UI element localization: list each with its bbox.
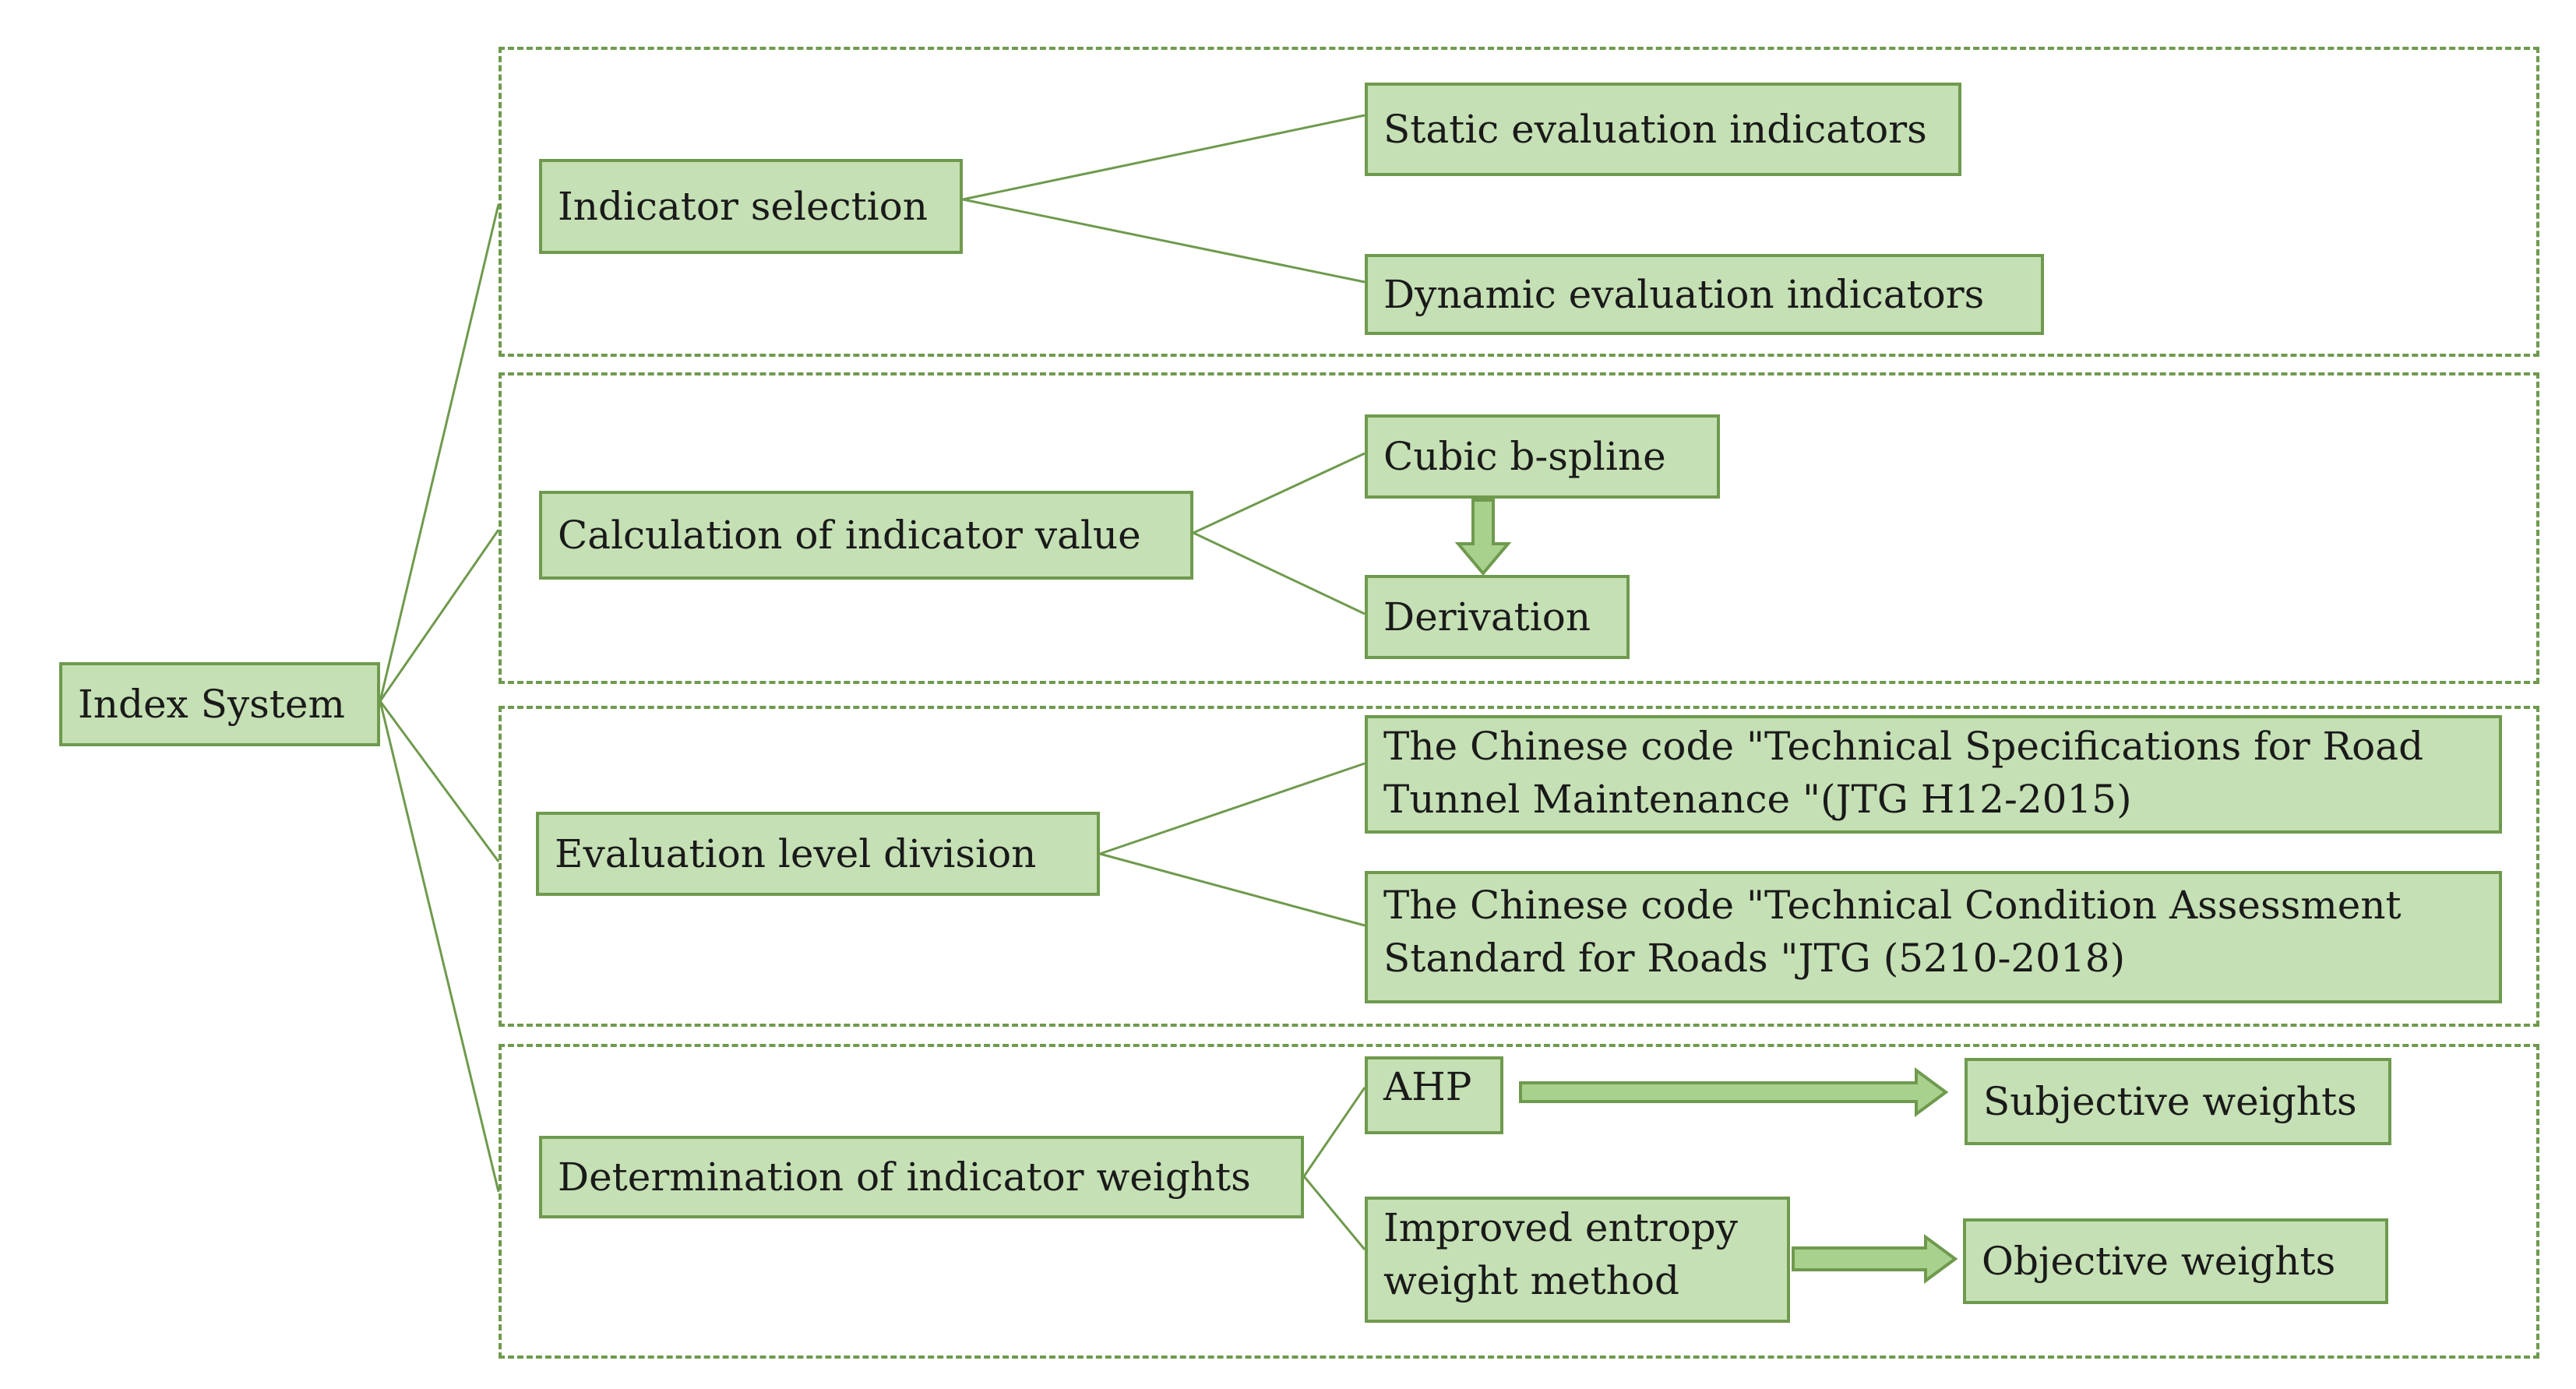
group-evaluation-level: [499, 706, 2539, 1027]
node-static-evaluation-indicators: Static evaluation indicators: [1365, 83, 1961, 176]
subjective-weights-label: Subjective weights: [1983, 1079, 2357, 1124]
group-indicator-calculation: [499, 372, 2539, 684]
arrow-entropy-to-objective: [1792, 1234, 1958, 1284]
node-dynamic-evaluation-indicators: Dynamic evaluation indicators: [1365, 254, 2044, 335]
indicator-selection-label: Indicator selection: [558, 184, 928, 229]
root-label: Index System: [78, 682, 345, 727]
ahp-label: AHP: [1383, 1064, 1472, 1109]
connector-root-selection: [379, 203, 500, 702]
derivation-label: Derivation: [1383, 594, 1591, 640]
node-improved-entropy-weight-method: Improved entropy weight method: [1365, 1197, 1790, 1323]
connector-selection-dynamic: [962, 198, 1366, 284]
weights-label: Determination of indicator weights: [558, 1155, 1251, 1200]
entropy-method-label: Improved entropy weight method: [1383, 1205, 1739, 1303]
connector-root-calculation: [379, 529, 500, 702]
root-node-index-system: Index System: [59, 662, 380, 746]
node-objective-weights: Objective weights: [1963, 1218, 2388, 1304]
objective-weights-label: Objective weights: [1982, 1239, 2336, 1284]
arrow-spline-to-derivation: [1454, 499, 1512, 576]
arrow-ahp-to-subjective: [1519, 1067, 1949, 1117]
connector-evaluation-code1: [1099, 762, 1366, 855]
connector-weights-ahp: [1302, 1087, 1366, 1177]
connector-evaluation-code2: [1099, 852, 1366, 927]
node-subjective-weights: Subjective weights: [1965, 1058, 2391, 1145]
node-derivation: Derivation: [1365, 575, 1630, 659]
node-code-jtg-5210-2018: The Chinese code "Technical Condition As…: [1365, 871, 2502, 1003]
code-jtg-5210-label: The Chinese code "Technical Condition As…: [1383, 883, 2402, 981]
connector-weights-entropy: [1302, 1176, 1366, 1250]
connector-calculation-derivation: [1193, 531, 1366, 615]
dynamic-indicators-label: Dynamic evaluation indicators: [1383, 272, 1985, 317]
group-indicator-weights: [499, 1044, 2539, 1359]
static-indicators-label: Static evaluation indicators: [1383, 107, 1927, 152]
node-ahp: AHP: [1365, 1056, 1503, 1134]
node-cubic-b-spline: Cubic b-spline: [1365, 414, 1720, 499]
node-indicator-selection: Indicator selection: [539, 159, 963, 254]
connector-root-evaluation: [379, 700, 500, 862]
connector-root-weights: [379, 700, 500, 1193]
connector-selection-static: [962, 114, 1366, 201]
node-code-jtg-h12-2015: The Chinese code "Technical Specificatio…: [1365, 715, 2502, 834]
node-evaluation-level-division: Evaluation level division: [536, 812, 1100, 896]
cubic-spline-label: Cubic b-spline: [1383, 434, 1666, 479]
calculation-label: Calculation of indicator value: [558, 513, 1141, 558]
group-indicator-selection: [499, 47, 2539, 357]
code-jtg-h12-label: The Chinese code "Technical Specificatio…: [1383, 724, 2424, 822]
node-determination-of-indicator-weights: Determination of indicator weights: [539, 1136, 1304, 1218]
connector-calculation-spline: [1193, 452, 1366, 534]
evaluation-label: Evaluation level division: [555, 831, 1037, 876]
node-calculation-of-indicator-value: Calculation of indicator value: [539, 491, 1193, 580]
